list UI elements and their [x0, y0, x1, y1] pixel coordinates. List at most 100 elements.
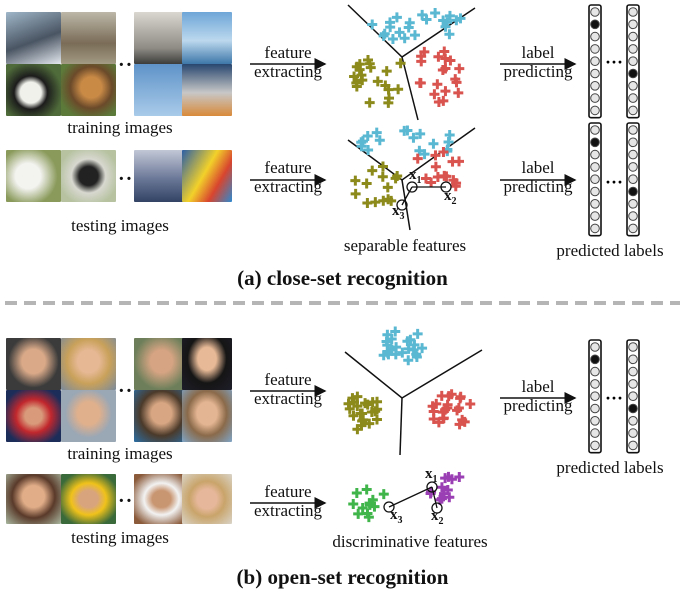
red-feature-point — [415, 78, 426, 89]
red-feature-point — [430, 161, 441, 172]
olive-feature-point — [350, 188, 361, 199]
olive-feature-point — [382, 182, 393, 193]
close-label-arrow-label: label predicting — [498, 43, 578, 81]
label-cell — [628, 44, 638, 54]
olive-feature-point — [383, 84, 394, 95]
cyan-feature-point — [397, 347, 408, 358]
label-cell — [628, 174, 638, 184]
close-x3-label: x3 — [392, 203, 405, 222]
green-feature-point — [353, 508, 364, 519]
olive-feature-point — [381, 66, 392, 77]
label-cell — [590, 31, 600, 42]
label-cell — [590, 93, 600, 103]
cyan-feature-point — [411, 349, 422, 360]
red-feature-point — [452, 405, 463, 416]
red-feature-point — [438, 413, 449, 424]
label-cell-active — [590, 354, 600, 365]
label-cell — [628, 342, 638, 352]
label-cell — [628, 391, 638, 402]
cyan-feature-point — [417, 9, 428, 20]
red-feature-point — [420, 173, 431, 184]
close-labels-caption: predicted labels — [556, 241, 664, 260]
red-feature-point — [438, 146, 449, 157]
open-feature-arrow-label-test: feature extracting — [248, 482, 328, 520]
cyan-feature-point — [390, 326, 401, 337]
label-cell — [590, 125, 600, 135]
label-cell — [628, 81, 638, 91]
olive-feature-point — [364, 97, 375, 108]
label-ellipsis: ··· — [605, 52, 623, 72]
green-feature-point — [348, 499, 359, 510]
label-cell — [628, 105, 638, 116]
label-cell — [628, 31, 638, 42]
olive-feature-point — [371, 414, 382, 425]
olive-feature-point — [362, 399, 373, 410]
olive-feature-point — [348, 410, 359, 421]
close-label-arrow-label-test: label predicting — [498, 158, 578, 196]
olive-feature-point — [357, 75, 368, 86]
cyan-feature-point — [417, 343, 428, 354]
olive-feature-point — [351, 81, 362, 92]
olive-feature-point — [377, 171, 388, 182]
cyan-feature-point — [409, 30, 420, 41]
label-cell — [590, 68, 600, 79]
olive-feature-point — [395, 58, 406, 69]
label-cell — [628, 440, 638, 451]
feature-label-line1: feature — [264, 158, 312, 177]
red-feature-point — [465, 398, 476, 409]
close-x2-label: x2 — [444, 188, 457, 207]
label-ellipsis: ··· — [605, 172, 623, 192]
photo-face-woman-4 — [182, 474, 232, 524]
open-testing-caption: testing images — [71, 528, 169, 547]
close-training-caption: training images — [67, 118, 173, 137]
red-feature-point — [454, 63, 465, 74]
cyan-feature-point — [363, 145, 374, 156]
feature-label-line1: feature — [264, 370, 312, 389]
label-cell — [590, 174, 600, 184]
red-feature-point — [433, 97, 444, 108]
red-feature-point — [416, 56, 427, 67]
red-feature-point — [439, 46, 450, 57]
photo-puppy — [61, 64, 116, 116]
photo-face-tennis — [134, 390, 189, 442]
label-cell — [628, 428, 638, 438]
feature-label-line2: extracting — [254, 177, 322, 196]
cyan-feature-point — [415, 128, 426, 139]
purple-feature-point — [436, 482, 447, 493]
olive-feature-point — [384, 93, 395, 104]
cyan-feature-point — [430, 7, 441, 18]
open-training-caption: training images — [67, 444, 173, 463]
close-testing-caption: testing images — [71, 216, 169, 235]
green-feature-point — [351, 488, 362, 499]
open-x3-label: x3 — [390, 507, 403, 526]
photo-face-woman-1 — [61, 338, 116, 390]
label-label-line1: label — [521, 43, 555, 62]
label-cell — [590, 162, 600, 172]
open-labels-caption: predicted labels — [556, 458, 664, 477]
feature-label-line2: extracting — [254, 389, 322, 408]
open-x2-label: x2 — [431, 508, 444, 527]
olive-feature-point — [390, 173, 401, 184]
cyan-feature-point — [440, 21, 451, 32]
red-feature-point — [453, 87, 464, 98]
olive-feature-point — [364, 418, 375, 429]
label-cell — [628, 354, 638, 365]
cyan-feature-point — [408, 132, 419, 143]
label-cell — [590, 428, 600, 438]
label-label-line1: label — [521, 377, 555, 396]
red-feature-point — [454, 419, 465, 430]
label-cell — [590, 81, 600, 91]
label-label-line2: predicting — [503, 62, 573, 81]
red-feature-point — [412, 153, 423, 164]
label-cell — [590, 440, 600, 451]
photo-face-man-4 — [182, 338, 232, 390]
green-feature-point — [361, 484, 372, 495]
red-feature-point — [440, 86, 451, 97]
label-ellipsis: ··· — [605, 388, 623, 408]
open-test-connectors — [383, 481, 443, 514]
close-test-boundaries — [347, 127, 476, 231]
red-feature-point — [439, 170, 450, 181]
photo-boat-sunset — [134, 150, 189, 202]
open-features-caption: discriminative features — [332, 532, 488, 551]
